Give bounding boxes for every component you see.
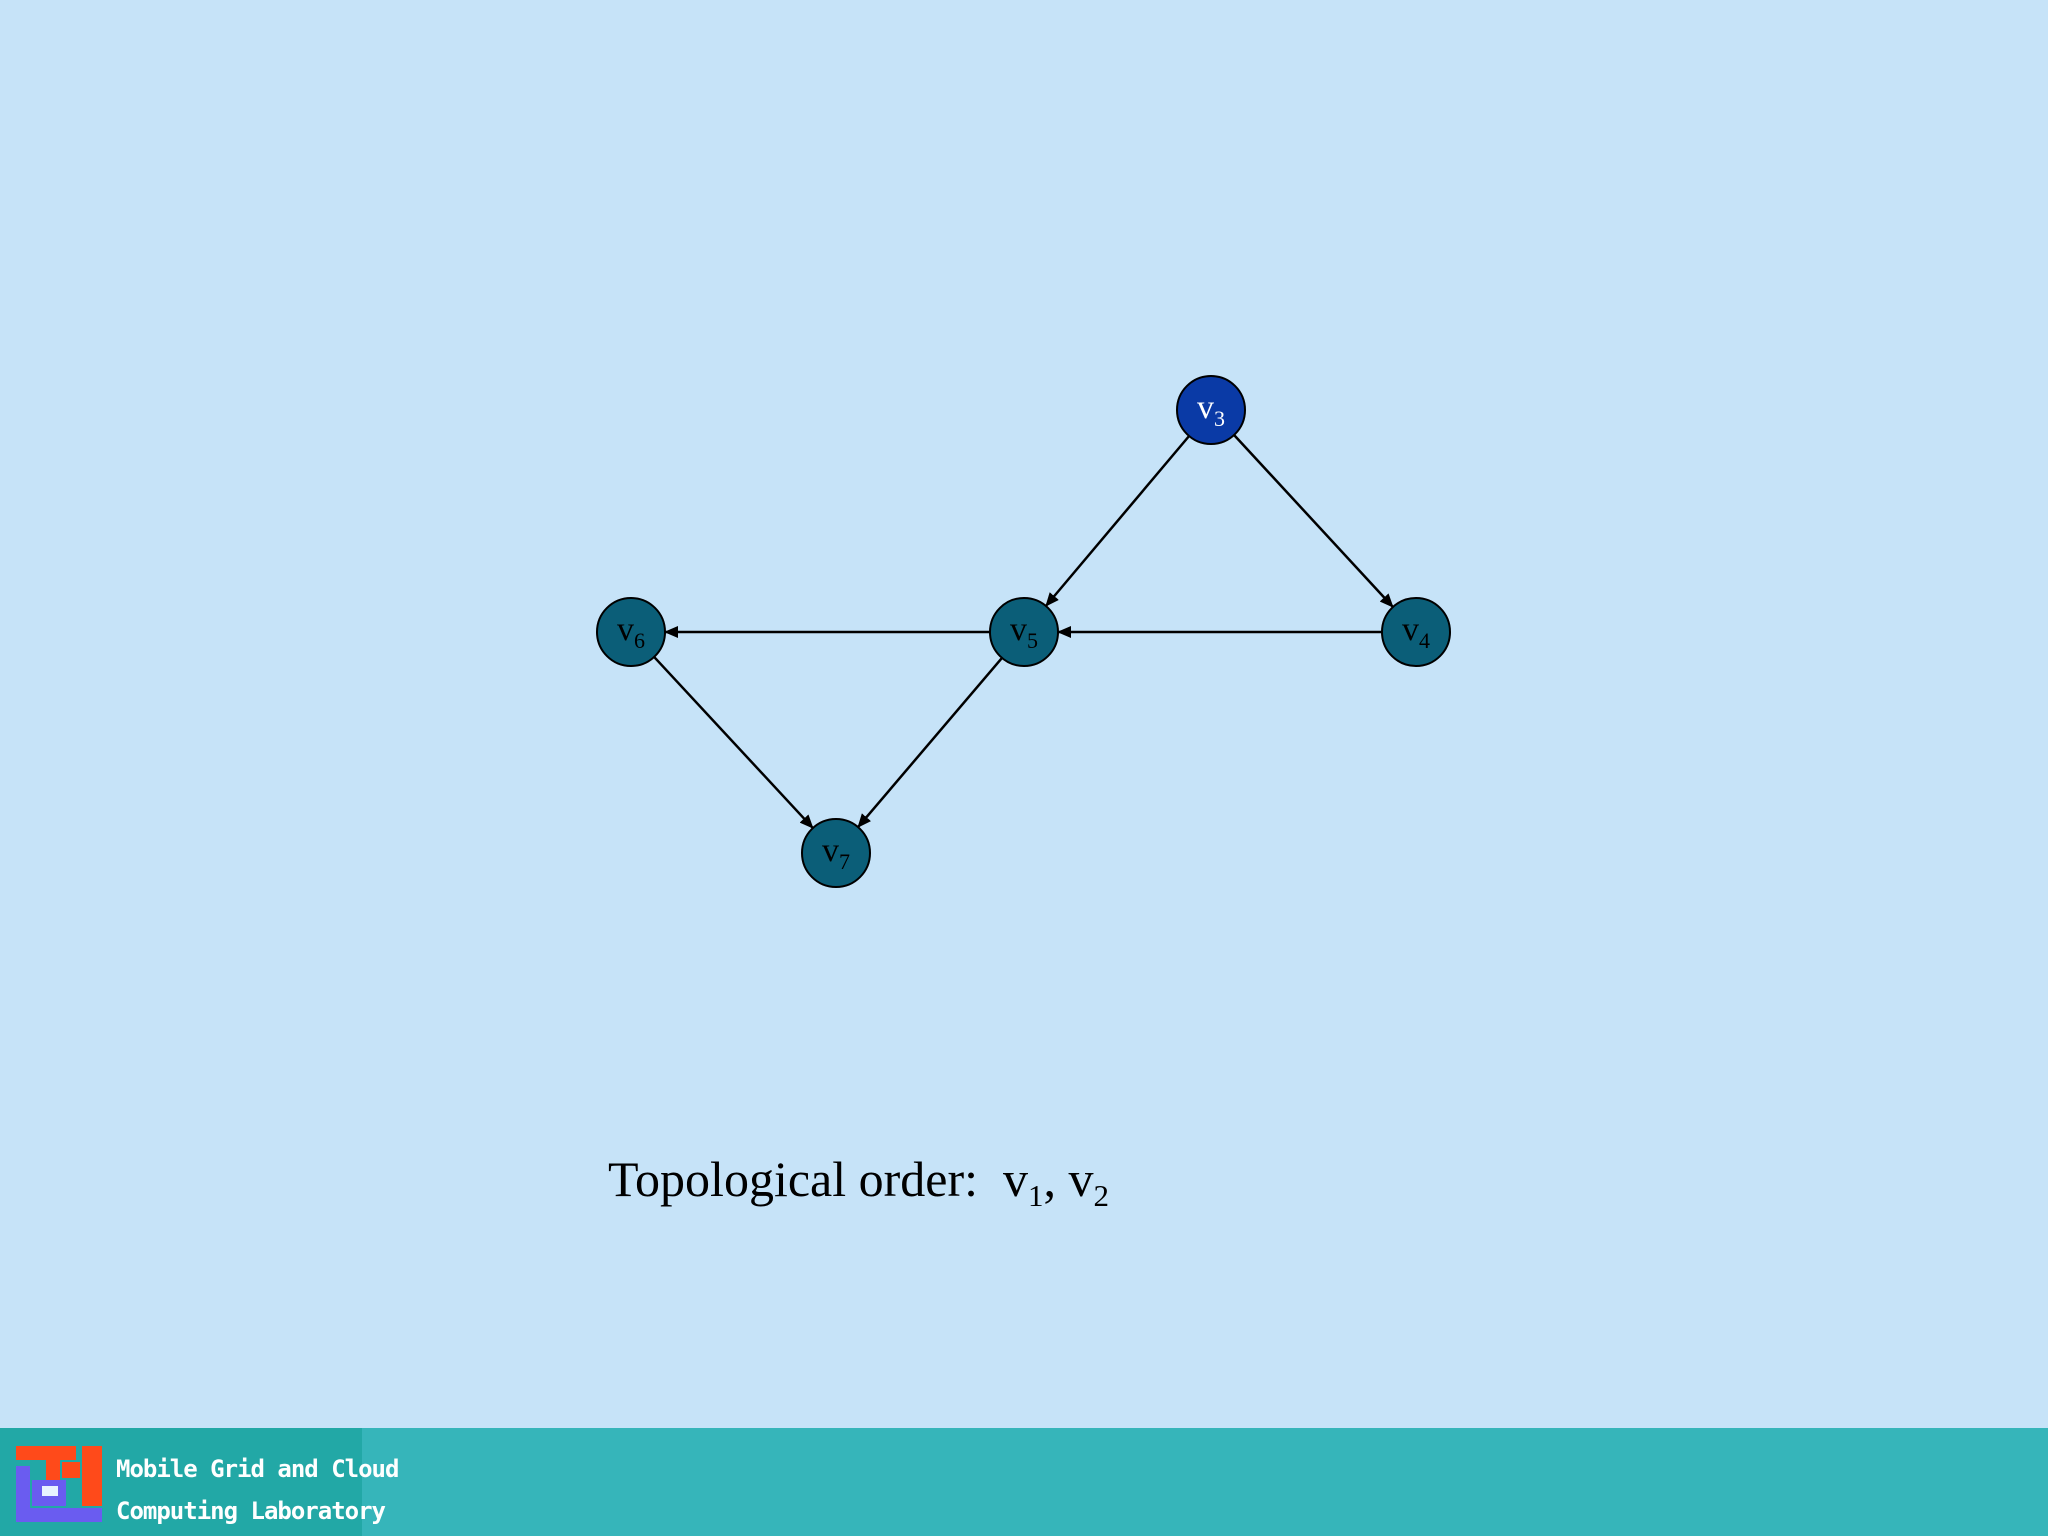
node-label-v5: v5 xyxy=(1010,611,1038,653)
topological-order-caption: Topological order: v1, v2 xyxy=(608,1151,1110,1213)
node-v6: v6 xyxy=(596,597,666,667)
lab-name-line2: Computing Laboratory xyxy=(116,1497,386,1525)
node-circle-v4 xyxy=(1381,597,1451,667)
edge-v6-v7 xyxy=(653,656,814,829)
nodes: v3 v4 v5 v6 v7 xyxy=(596,375,1451,888)
edge-v3-v4 xyxy=(1233,434,1394,608)
node-circle-v5 xyxy=(989,597,1059,667)
node-label-v6: v6 xyxy=(617,611,645,653)
lab-name: Mobile Grid and Cloud Computing Laborato… xyxy=(116,1448,399,1532)
edge-v5-v7 xyxy=(857,657,1003,828)
node-v3: v3 xyxy=(1176,375,1246,445)
node-label-v7: v7 xyxy=(822,832,850,874)
lab-name-line1: Mobile Grid and Cloud xyxy=(116,1455,399,1483)
node-v5: v5 xyxy=(989,597,1059,667)
footer-bar: Mobile Grid and Cloud Computing Laborato… xyxy=(0,1428,2048,1536)
node-circle-v7 xyxy=(801,818,871,888)
lab-logo-icon xyxy=(16,1446,102,1522)
edges xyxy=(653,434,1394,829)
node-circle-v3 xyxy=(1176,375,1246,445)
node-v7: v7 xyxy=(801,818,871,888)
caption-prefix: Topological order: xyxy=(608,1151,978,1207)
lab-badge: Mobile Grid and Cloud Computing Laborato… xyxy=(0,1428,399,1536)
node-label-v4: v4 xyxy=(1402,611,1430,653)
node-circle-v6 xyxy=(596,597,666,667)
order-item-v2: v2 xyxy=(1068,1151,1110,1213)
order-item-v1: v1 xyxy=(1003,1151,1044,1213)
node-v4: v4 xyxy=(1381,597,1451,667)
edge-v3-v5 xyxy=(1044,435,1191,607)
node-label-v3: v3 xyxy=(1197,389,1225,431)
